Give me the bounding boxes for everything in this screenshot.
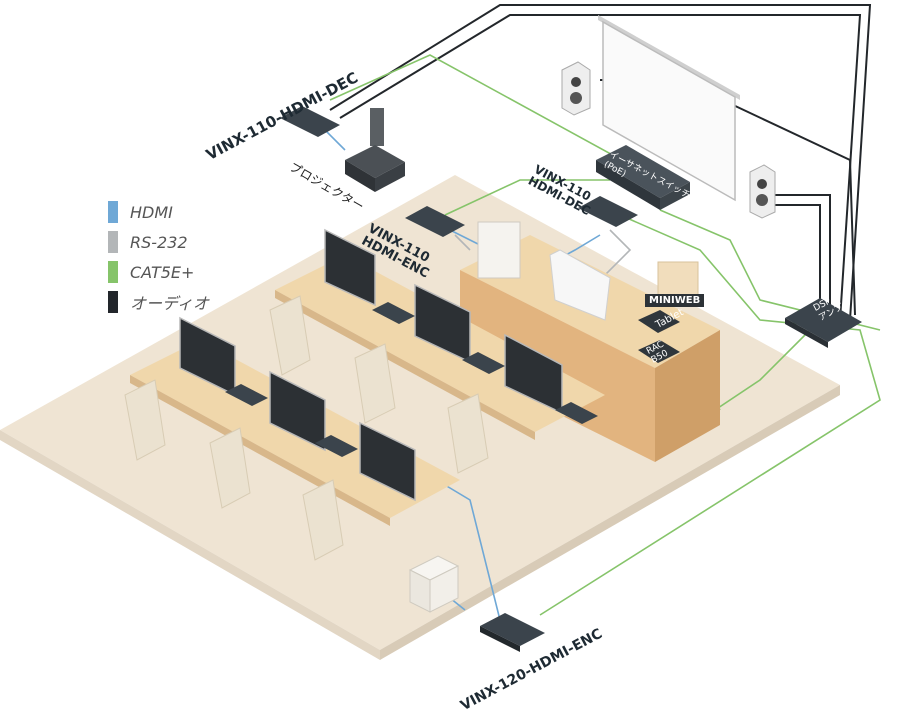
projector — [345, 108, 405, 192]
dsp-amp — [785, 298, 862, 348]
legend-item-rs232: RS-232 — [108, 230, 209, 254]
chairs — [124, 295, 489, 561]
legend-item-hdmi: HDMI — [108, 200, 209, 224]
legend-swatch — [108, 261, 118, 283]
projection-screen — [598, 15, 740, 202]
legend-label: オーディオ — [130, 294, 209, 313]
legend-swatch — [108, 231, 118, 253]
cable-legend: HDMI RS-232 CAT5E+ オーディオ — [108, 200, 209, 320]
legend-item-cat5e: CAT5E+ — [108, 260, 209, 284]
monitors — [179, 228, 563, 502]
legend-label: HDMI — [130, 202, 173, 222]
legend-label: RS-232 — [130, 232, 188, 252]
ethernet-switch — [596, 145, 690, 210]
legend-swatch — [108, 291, 118, 313]
control-badges — [638, 310, 680, 363]
encoder-boxes — [225, 106, 638, 652]
speaker-right — [749, 164, 776, 219]
speaker-left — [561, 61, 591, 116]
legend-swatch — [108, 201, 118, 223]
legend-item-audio: オーディオ — [108, 290, 209, 314]
legend-label: CAT5E+ — [130, 262, 195, 282]
pc-tower — [408, 555, 460, 613]
label-miniweb: MINIWEB — [645, 294, 705, 307]
